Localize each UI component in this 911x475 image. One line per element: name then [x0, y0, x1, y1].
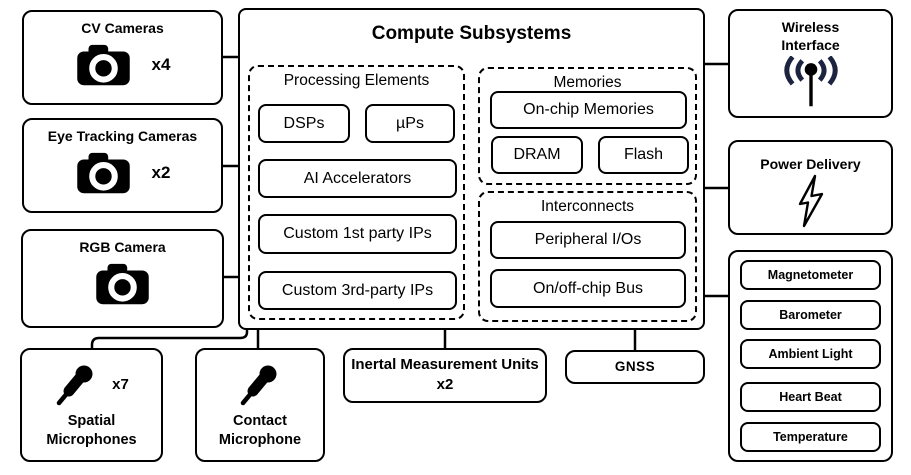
- antenna-icon: [780, 56, 842, 110]
- ambient-light-block: Ambient Light: [740, 339, 881, 369]
- rgb-camera-title: RGB Camera: [79, 239, 166, 255]
- imu-count: x2: [436, 376, 454, 394]
- processing-elements-header: Processing Elements: [283, 72, 430, 89]
- memories-header: Memories: [553, 74, 622, 91]
- compute-subsystems-box: Compute Subsystems Processing Elements D…: [238, 8, 705, 330]
- gnss-box: GNSS: [565, 350, 705, 384]
- rgb-camera-box: RGB Camera: [21, 229, 224, 328]
- lightning-bolt-icon: [798, 174, 823, 227]
- camera-icon: [75, 151, 132, 196]
- spatial-microphones-count: x7: [112, 375, 129, 393]
- microphone-icon: [238, 362, 282, 406]
- spatial-microphones-box: x7 Spatial Microphones: [20, 348, 163, 462]
- contact-microphone-box: Contact Microphone: [195, 348, 325, 462]
- temperature-block: Temperature: [740, 422, 881, 452]
- spatial-microphones-title: Spatial Microphones: [46, 413, 137, 448]
- cv-cameras-title: CV Cameras: [81, 20, 164, 36]
- connector-spatial-mics: [90, 328, 249, 350]
- ai-accelerators-block: AI Accelerators: [258, 159, 457, 198]
- imu-box: Inertal Measurement Units x2: [343, 348, 547, 403]
- dsps-block: DSPs: [258, 104, 350, 143]
- eye-tracking-title: Eye Tracking Cameras: [47, 128, 198, 144]
- processing-elements-group: Processing Elements DSPs µPs AI Accelera…: [248, 65, 465, 320]
- custom-3rd-party-ips-block: Custom 3rd-party IPs: [258, 271, 457, 310]
- custom-1st-party-ips-block: Custom 1st party IPs: [258, 214, 457, 254]
- wireless-interface-box: Wireless Interface: [728, 9, 893, 118]
- wireless-interface-title: Wireless Interface: [781, 19, 840, 53]
- peripheral-ios-block: Peripheral I/Os: [490, 221, 686, 259]
- imu-title: Inertal Measurement Units: [351, 356, 539, 374]
- magnetometer-block: Magnetometer: [740, 260, 881, 290]
- on-chip-memories-block: On-chip Memories: [490, 91, 687, 129]
- interconnects-group: Interconnects Peripheral I/Os On/off-chi…: [478, 191, 697, 322]
- heart-beat-block: Heart Beat: [740, 382, 881, 412]
- compute-subsystems-title: Compute Subsystems: [371, 23, 572, 44]
- flash-block: Flash: [598, 136, 689, 174]
- microprocessors-block: µPs: [365, 104, 455, 143]
- interconnects-header: Interconnects: [540, 198, 635, 215]
- cv-cameras-count: x4: [151, 55, 171, 74]
- sensor-hub-box: Magnetometer Barometer Ambient Light Hea…: [728, 250, 893, 462]
- power-delivery-box: Power Delivery: [728, 140, 893, 235]
- memories-group: Memories On-chip Memories DRAM Flash: [478, 67, 697, 185]
- on-off-chip-bus-block: On/off-chip Bus: [490, 269, 686, 308]
- gnss-title: GNSS: [614, 358, 656, 374]
- power-delivery-title: Power Delivery: [760, 156, 861, 172]
- eye-tracking-count: x2: [151, 163, 171, 182]
- contact-microphone-title: Contact Microphone: [218, 413, 302, 448]
- microphone-icon: [54, 362, 98, 406]
- dram-block: DRAM: [491, 136, 583, 174]
- camera-icon: [75, 43, 132, 88]
- camera-icon: [94, 262, 151, 307]
- cv-cameras-box: CV Cameras x4: [22, 10, 223, 105]
- eye-tracking-cameras-box: Eye Tracking Cameras x2: [22, 118, 223, 213]
- barometer-block: Barometer: [740, 300, 881, 330]
